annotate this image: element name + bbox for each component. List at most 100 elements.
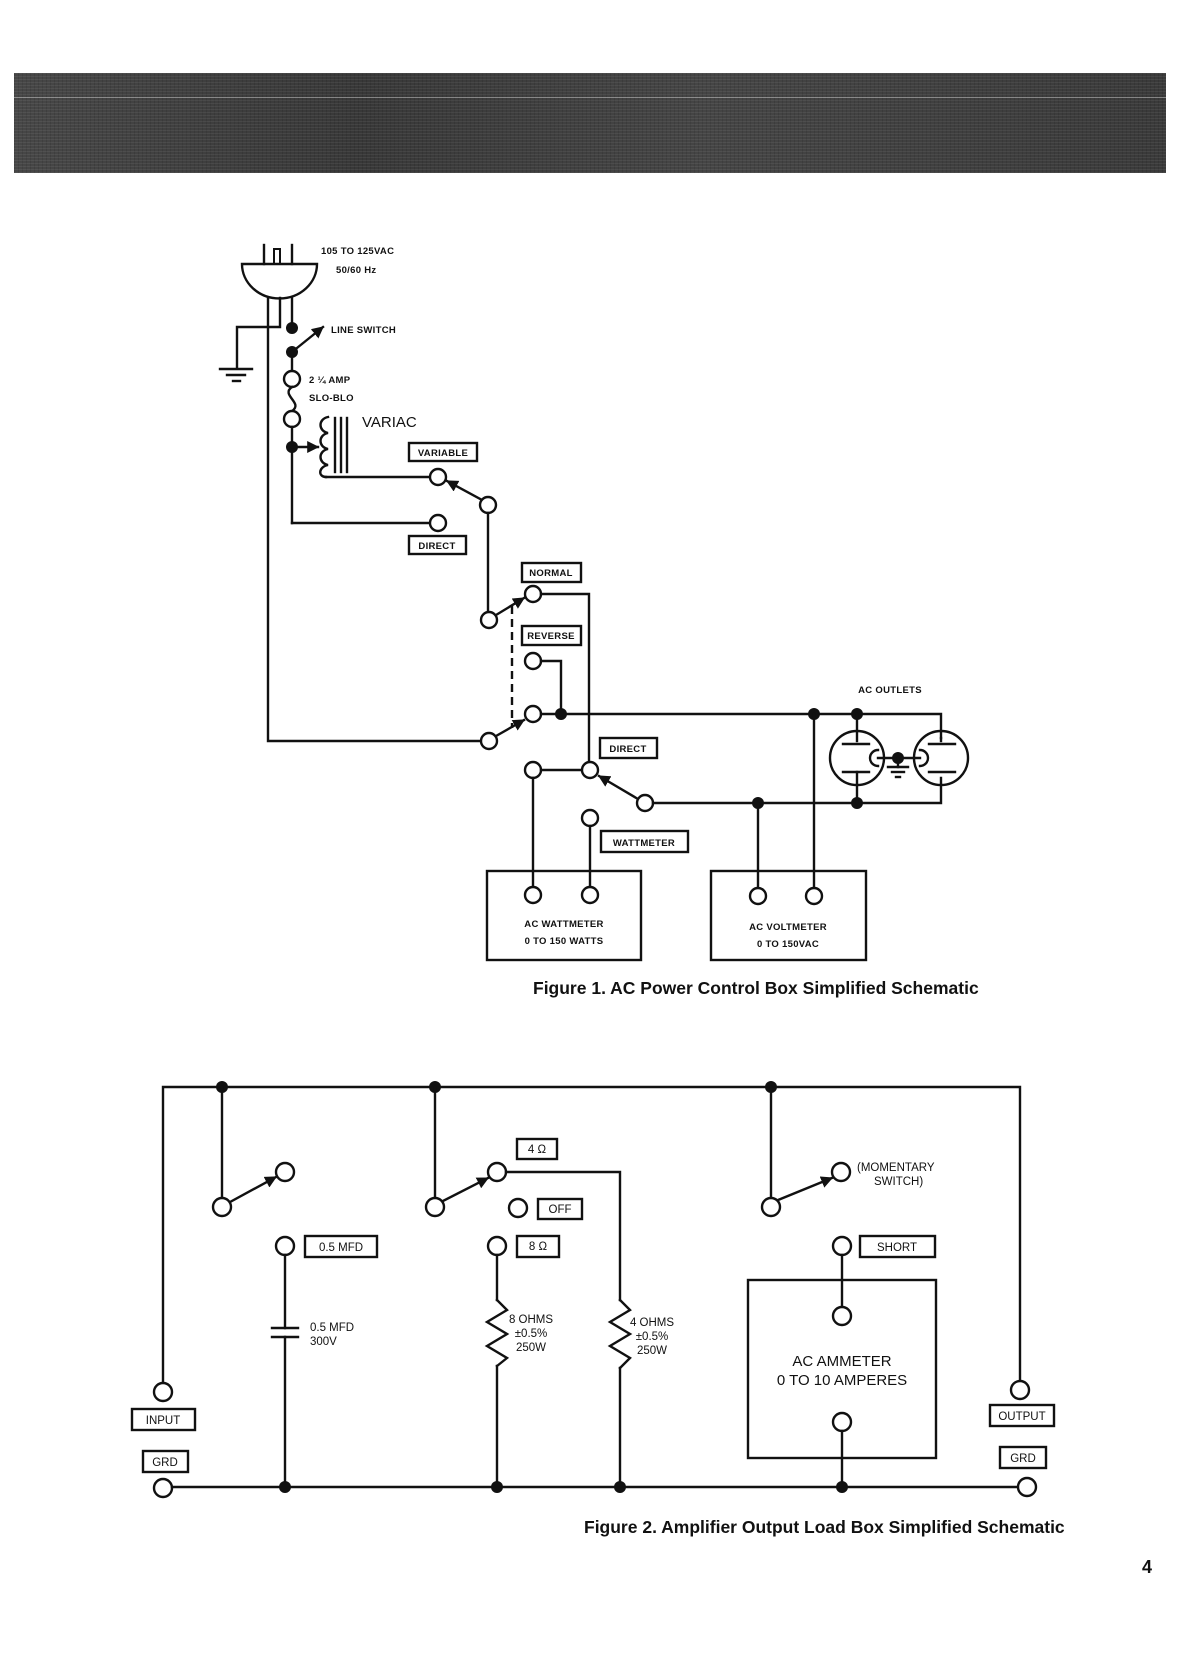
meter-selector-common bbox=[635, 793, 655, 813]
resistor-8-power: 250W bbox=[516, 1342, 546, 1354]
reverse-label-box bbox=[520, 624, 583, 647]
variac-transformer-icon bbox=[319, 415, 349, 479]
normal-label: NORMAL bbox=[529, 568, 573, 579]
figure-1-caption: Figure 1. AC Power Control Box Simplifie… bbox=[533, 978, 979, 998]
resistor-4-tolerance: ±0.5% bbox=[636, 1331, 669, 1343]
eight-ohm-contact bbox=[486, 1235, 508, 1257]
momentary-label-1: (MOMENTARY bbox=[857, 1162, 935, 1174]
short-label-box bbox=[858, 1234, 937, 1259]
input-ground-terminal bbox=[152, 1477, 174, 1499]
direct-label-lower: DIRECT bbox=[609, 744, 646, 755]
resistor-8-tolerance: ±0.5% bbox=[515, 1328, 548, 1340]
figure-1-schematic: 105 TO 125VAC 50/60 Hz LINE SWITCH bbox=[218, 243, 979, 998]
voltmeter-box-range: 0 TO 150VAC bbox=[757, 939, 819, 950]
input-label: INPUT bbox=[146, 1415, 181, 1427]
line-switch-contact-top bbox=[286, 322, 298, 334]
momentary-switch-lever[interactable] bbox=[776, 1176, 834, 1202]
capacitor-value-label: 0.5 MFD bbox=[310, 1322, 354, 1334]
grd-label-box-left bbox=[141, 1449, 190, 1474]
input-terminal bbox=[152, 1381, 174, 1403]
short-label: SHORT bbox=[877, 1242, 917, 1254]
figure-2-caption: Figure 2. Amplifier Output Load Box Simp… bbox=[584, 1517, 1065, 1537]
wattmeter-contact bbox=[580, 808, 600, 828]
four-ohm-label-box bbox=[515, 1137, 559, 1161]
off-label-box bbox=[536, 1197, 584, 1221]
eight-ohm-label-box bbox=[515, 1234, 561, 1259]
reverse-contact bbox=[523, 651, 543, 671]
normal-contact bbox=[523, 584, 543, 604]
direct-label-upper: DIRECT bbox=[418, 541, 455, 552]
ground-wire bbox=[235, 296, 282, 370]
fuse-rating-label: 2 ¼ AMP bbox=[309, 375, 351, 386]
reverse-label: REVERSE bbox=[527, 631, 575, 642]
ammeter-box-range: 0 TO 10 AMPERES bbox=[777, 1372, 907, 1389]
lower-contact bbox=[523, 704, 543, 724]
wattmeter-return-contact bbox=[523, 760, 543, 780]
polarity-switch-lever-lower[interactable] bbox=[494, 718, 526, 738]
cap-switch-lever[interactable] bbox=[228, 1175, 278, 1204]
page-number: 4 bbox=[1142, 1557, 1152, 1577]
input-label-box bbox=[130, 1407, 197, 1432]
line-switch-lever[interactable] bbox=[290, 325, 325, 354]
load-switch-lever[interactable] bbox=[441, 1176, 490, 1203]
direct-contact-upper bbox=[428, 513, 448, 533]
wattmeter-label: WATTMETER bbox=[613, 838, 675, 849]
voltmeter-box-title: AC VOLTMETER bbox=[749, 922, 827, 933]
off-contact bbox=[507, 1197, 529, 1219]
grd-label-box-right bbox=[998, 1445, 1048, 1470]
polarity-switch-common-lower bbox=[479, 731, 499, 751]
resistor-4-power: 250W bbox=[637, 1345, 667, 1357]
variac-selector-common bbox=[478, 495, 498, 515]
momentary-label-2: SWITCH) bbox=[874, 1176, 923, 1188]
load-switch-common bbox=[424, 1196, 446, 1218]
resistor-8-ohm-icon bbox=[484, 1298, 510, 1368]
capacitor-icon bbox=[270, 1326, 300, 1339]
direct-contact-lower bbox=[580, 760, 600, 780]
meter-selector-lever[interactable] bbox=[597, 774, 640, 801]
variable-label: VARIABLE bbox=[418, 448, 468, 459]
line-switch-label: LINE SWITCH bbox=[331, 325, 396, 336]
four-ohm-contact bbox=[486, 1161, 508, 1183]
variable-contact bbox=[428, 467, 448, 487]
header-band bbox=[14, 73, 1166, 173]
fuse-type-label: SLO-BLO bbox=[309, 393, 354, 404]
ac-voltmeter-box bbox=[709, 869, 868, 962]
momentary-switch-contact bbox=[830, 1161, 852, 1183]
cap-select-label-box bbox=[303, 1234, 379, 1259]
cap-switch-contact bbox=[274, 1161, 296, 1183]
outlet-ground-icon bbox=[886, 756, 910, 779]
resistor-4-value: 4 OHMS bbox=[630, 1317, 674, 1329]
output-ground-terminal bbox=[1016, 1476, 1038, 1498]
output-label: OUTPUT bbox=[998, 1411, 1045, 1423]
output-label-box bbox=[988, 1403, 1056, 1428]
variac-label: VARIAC bbox=[362, 414, 417, 431]
ac-outlet-icon bbox=[828, 712, 886, 805]
direct-label-box-lower bbox=[598, 736, 659, 760]
ac-plug-icon bbox=[240, 243, 319, 300]
ground-icon bbox=[218, 367, 254, 383]
fuse-icon bbox=[282, 369, 302, 429]
capacitor-voltage-label: 300V bbox=[310, 1336, 337, 1348]
variable-label-box bbox=[407, 441, 479, 463]
cap-select-label: 0.5 MFD bbox=[319, 1242, 363, 1254]
output-terminal bbox=[1009, 1379, 1031, 1401]
polarity-switch-lever-upper[interactable] bbox=[494, 596, 526, 617]
cap-switch-common bbox=[211, 1196, 233, 1218]
ammeter-box-title: AC AMMETER bbox=[792, 1353, 891, 1370]
wattmeter-box-range: 0 TO 150 WATTS bbox=[525, 936, 604, 947]
polarity-switch-common-upper bbox=[479, 610, 499, 630]
resistor-4-ohm-icon bbox=[607, 1298, 633, 1370]
grd-label-left: GRD bbox=[152, 1457, 178, 1469]
wattmeter-box-title: AC WATTMETER bbox=[524, 919, 603, 930]
variac-selector-lever[interactable] bbox=[445, 479, 484, 502]
eight-ohm-label: 8 Ω bbox=[529, 1241, 548, 1253]
plug-frequency-label: 50/60 Hz bbox=[336, 265, 376, 276]
off-label: OFF bbox=[549, 1204, 572, 1216]
neutral-wire bbox=[266, 296, 482, 743]
direct-label-box-upper bbox=[407, 534, 468, 556]
resistor-8-value: 8 OHMS bbox=[509, 1314, 553, 1326]
ac-outlets-label: AC OUTLETS bbox=[858, 685, 922, 696]
figure-2-schematic: 0.5 MFD 0.5 MFD 300V 4 Ω OFF 8 Ω bbox=[130, 1081, 1065, 1537]
grd-label-right: GRD bbox=[1010, 1453, 1036, 1465]
